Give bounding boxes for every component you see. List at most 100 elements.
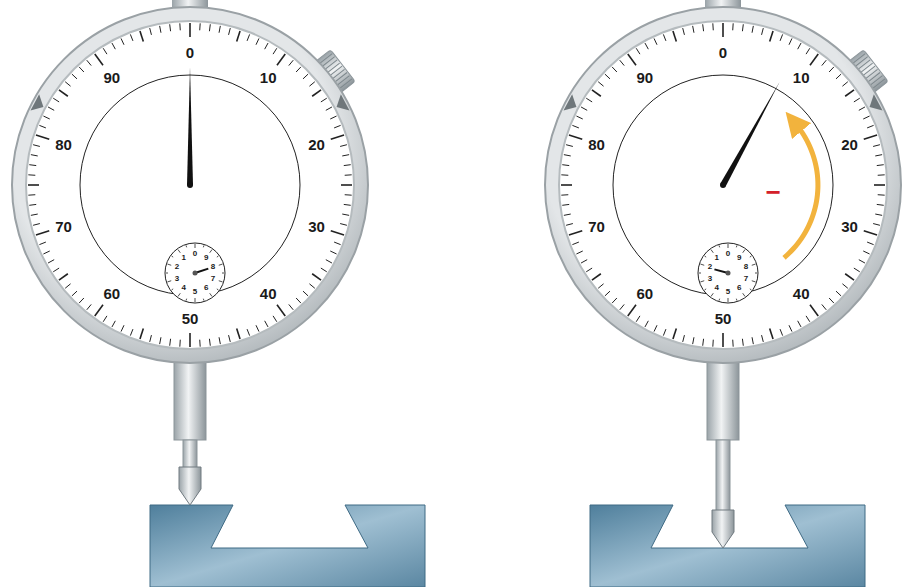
scale-tick — [130, 34, 133, 41]
scale-tick — [199, 340, 200, 347]
scale-tick — [612, 67, 617, 72]
scale-tick — [572, 242, 579, 245]
dial-face — [26, 21, 354, 349]
counter-tick — [203, 245, 205, 247]
scale-tick — [854, 268, 860, 272]
scale-tick — [277, 305, 285, 316]
counter-number: 6 — [737, 284, 741, 292]
counter-tick — [203, 299, 205, 301]
scale-tick — [237, 31, 240, 41]
scale-tick — [140, 31, 143, 41]
scale-tick — [72, 291, 77, 296]
scale-tick — [810, 54, 818, 65]
scale-tick — [569, 135, 582, 139]
scale-tick — [712, 23, 713, 30]
scale-tick — [277, 54, 285, 65]
scale-tick — [344, 204, 351, 206]
scale-tick — [31, 155, 38, 156]
scale-tick — [867, 242, 874, 245]
scale-tick — [842, 284, 847, 288]
scale-tick — [112, 321, 115, 327]
scale-tick — [48, 107, 54, 110]
counter-number: 4 — [182, 284, 186, 292]
scale-tick — [742, 24, 744, 31]
scale-tick — [28, 184, 39, 186]
tolerance-marker — [563, 94, 576, 110]
scale-tick — [209, 339, 211, 346]
scale-tick — [798, 43, 801, 49]
scale-tick — [247, 329, 250, 336]
scale-tick — [654, 38, 657, 44]
scale-tick — [256, 38, 259, 44]
scale-tick — [340, 145, 347, 147]
scale-tick — [79, 298, 84, 303]
counter-tick — [178, 250, 180, 253]
counter-tick — [711, 250, 713, 253]
counter-tick — [700, 281, 704, 282]
scale-tick — [219, 337, 220, 344]
pointer-hub — [187, 182, 193, 188]
scale-tick — [33, 145, 40, 147]
scale-tick — [586, 268, 592, 272]
scale-tick — [219, 26, 220, 33]
scale-number: 40 — [260, 285, 277, 300]
counter-tick — [172, 256, 174, 257]
scale-tick — [189, 333, 191, 347]
scale-tick — [877, 164, 884, 166]
scale-tick — [612, 298, 617, 303]
pointer-hub — [720, 182, 726, 188]
tolerance-marker — [337, 94, 350, 110]
scale-tick — [341, 184, 352, 186]
counter-number: 0 — [193, 250, 197, 258]
scale-tick — [331, 231, 344, 235]
counter-tick — [172, 289, 174, 290]
scale-number: 20 — [308, 136, 325, 151]
tolerance-marker — [870, 94, 883, 110]
scale-tick — [265, 43, 268, 49]
scale-tick — [312, 274, 321, 280]
counter-tick — [166, 273, 168, 274]
scale-tick — [189, 23, 191, 37]
counter-number: 3 — [708, 275, 712, 283]
counter-number: 2 — [708, 263, 712, 271]
scale-tick — [663, 329, 666, 336]
counter-hub — [726, 271, 731, 276]
scale-tick — [752, 337, 753, 344]
dial-indicator — [12, 0, 425, 587]
scale-tick — [103, 316, 107, 322]
scale-tick — [605, 74, 610, 79]
counter-number: 7 — [744, 275, 748, 283]
scale-tick — [296, 298, 301, 303]
scale-tick — [309, 82, 314, 86]
scale-tick — [663, 34, 666, 41]
counter-number: 9 — [204, 254, 208, 262]
scale-tick — [645, 43, 648, 49]
counter-tick — [178, 293, 180, 296]
revolution-counter — [165, 243, 225, 303]
scale-number: 40 — [793, 285, 810, 300]
scale-tick — [822, 60, 826, 65]
counter-hub — [193, 271, 198, 276]
counter-tick — [728, 298, 729, 302]
scale-tick — [752, 26, 753, 33]
scale-tick — [806, 316, 810, 322]
counter-tick — [752, 281, 756, 282]
scale-tick — [312, 90, 321, 96]
scale-tick — [29, 204, 36, 206]
scale-tick — [780, 34, 783, 41]
scale-tick — [863, 116, 869, 119]
scale-tick — [829, 67, 834, 72]
scale-tick — [693, 337, 694, 344]
scale-tick — [112, 43, 115, 49]
scale-tick — [605, 291, 610, 296]
scale-tick — [845, 274, 854, 280]
scale-tick — [36, 135, 49, 139]
scale-tick — [140, 329, 143, 339]
counter-number: 7 — [211, 275, 215, 283]
scale-tick — [566, 224, 573, 226]
scale-tick — [875, 214, 882, 215]
scale-tick — [561, 184, 572, 186]
scale-tick — [762, 335, 764, 342]
counter-tick — [210, 293, 212, 296]
